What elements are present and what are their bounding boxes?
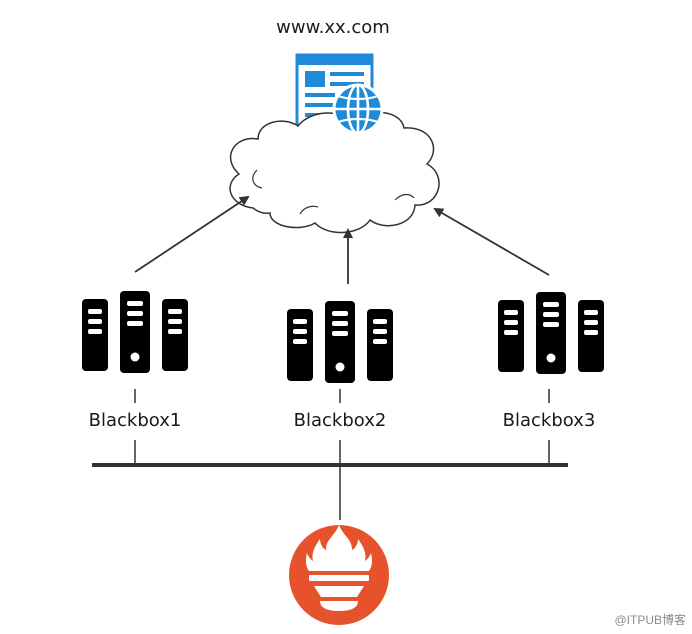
prometheus-icon: [289, 525, 389, 625]
server-label-blackbox2: Blackbox2: [293, 410, 387, 431]
globe-icon: [332, 83, 384, 135]
server-label-blackbox1: Blackbox1: [88, 410, 182, 431]
arrow-blackbox3-to-cloud: [433, 207, 550, 276]
cloud-icon: [229, 111, 440, 234]
watermark: @ITPUB博客: [614, 613, 686, 627]
arrow-blackbox1-to-cloud: [134, 195, 250, 273]
server-icon-blackbox2: [287, 301, 393, 383]
server-icon-blackbox3: [498, 292, 604, 374]
server-icon-blackbox1: [82, 291, 188, 373]
server-label-blackbox3: Blackbox3: [502, 410, 596, 431]
website-label: www.xx.com: [276, 17, 390, 38]
